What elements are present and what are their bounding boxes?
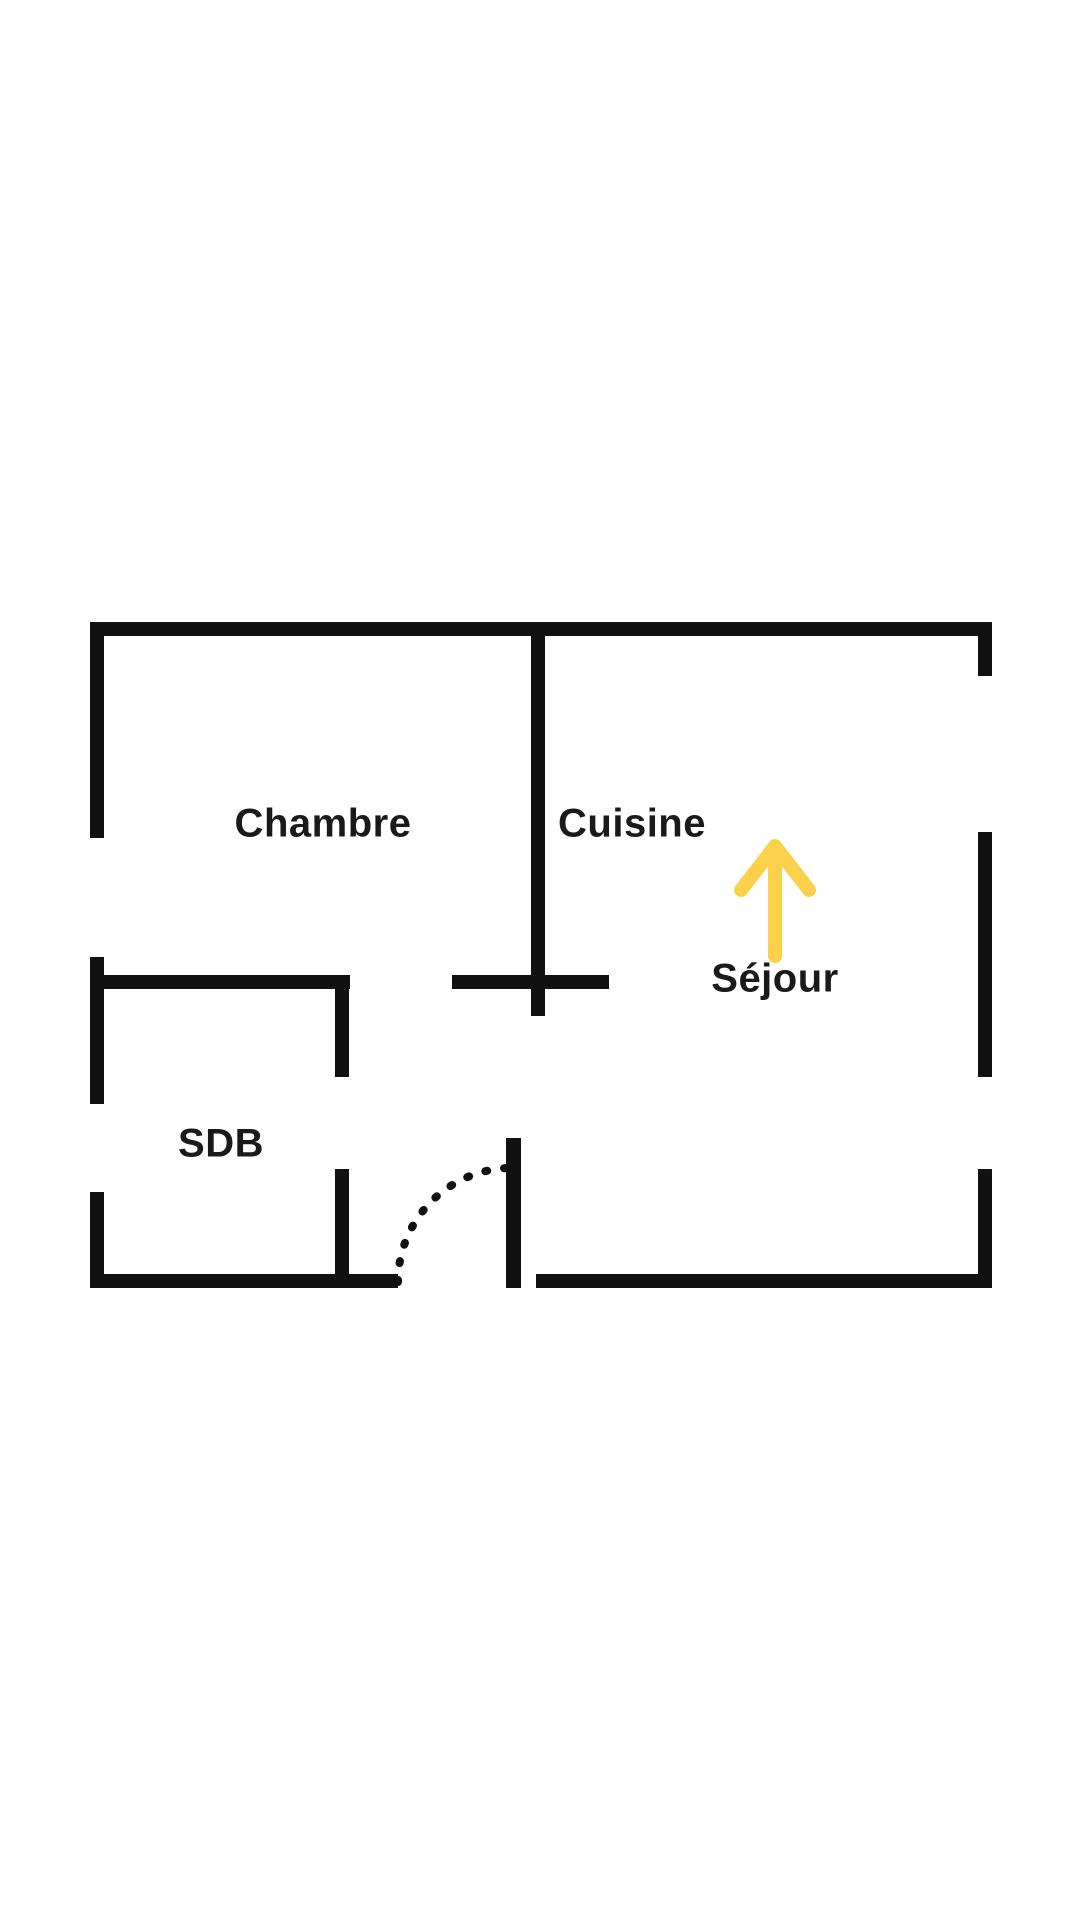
door-swing-arc — [394, 1164, 516, 1286]
room-label-chambre: Chambre — [234, 801, 412, 846]
wall-right-lower — [978, 1169, 992, 1288]
room-label-sejour: Séjour — [711, 956, 839, 1001]
wall-sdb-top — [90, 975, 350, 989]
room-label-cuisine: Cuisine — [558, 801, 706, 846]
wall-divider-chambre-cuisine — [531, 622, 545, 1016]
wall-left-upper — [90, 622, 104, 838]
wall-right-middle — [978, 832, 992, 1077]
wall-sdb-right-upper — [335, 975, 349, 1077]
wall-right-upper — [978, 622, 992, 676]
wall-bottom-left — [90, 1274, 398, 1288]
wall-sdb-right-lower — [335, 1169, 349, 1288]
up-arrow-icon — [734, 839, 816, 963]
wall-left-middle — [90, 957, 104, 1104]
wall-bottom-right — [536, 1274, 992, 1288]
wall-door-jamb — [506, 1138, 521, 1288]
wall-cross-cuisine — [452, 975, 609, 989]
wall-left-lower — [90, 1192, 104, 1288]
room-label-sdb: SDB — [178, 1121, 264, 1166]
